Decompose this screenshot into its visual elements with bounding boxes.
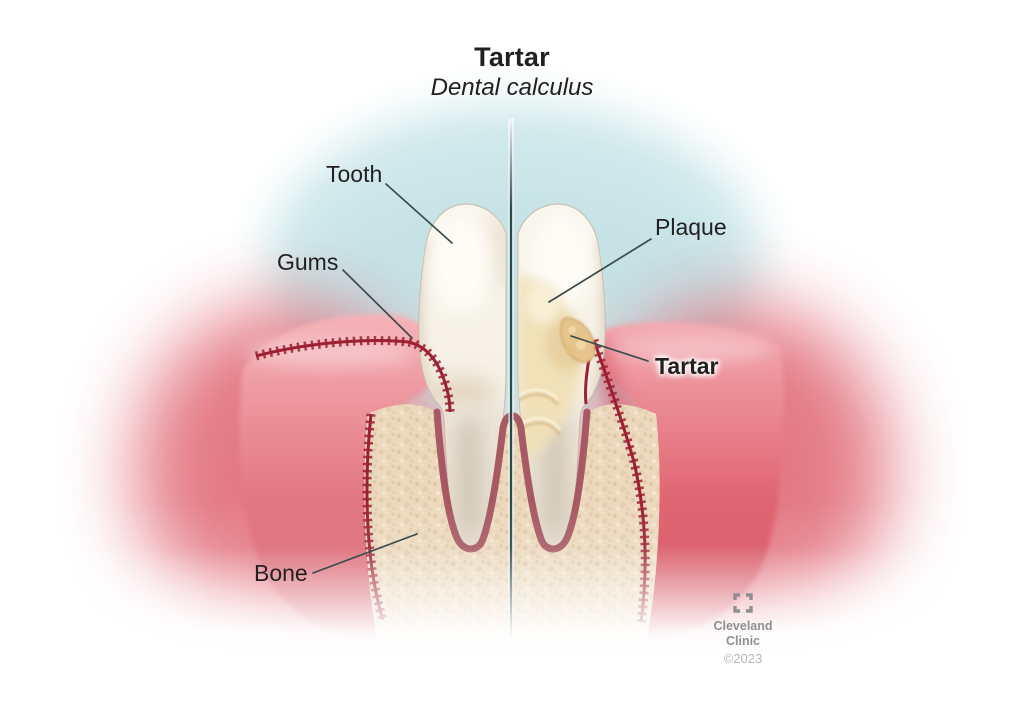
tooth-label: Tooth	[326, 161, 383, 187]
bone-label: Bone	[254, 560, 308, 586]
plaque-leader-line	[548, 238, 652, 303]
gums-label: Gums	[277, 249, 339, 275]
tooth-leader-line	[385, 183, 453, 244]
leader-lines	[312, 183, 652, 574]
credit-copyright: ©2023	[723, 651, 763, 666]
credit-block: Cleveland Clinic ©2023	[700, 591, 786, 667]
cleveland-clinic-logo-icon	[733, 593, 753, 613]
diagram-title: Tartar	[474, 42, 550, 72]
gums-leader-line	[342, 269, 413, 339]
credit-org-line2: Clinic	[725, 634, 761, 648]
plaque-label: Plaque	[655, 214, 727, 240]
diagram-subtitle: Dental calculus	[430, 74, 594, 101]
credit-org-line1: Cleveland	[713, 619, 773, 633]
bone-leader-line	[312, 533, 418, 574]
tartar-label: Tartar	[655, 353, 719, 379]
tartar-deposit	[560, 317, 596, 363]
bottom-fade	[0, 500, 1024, 714]
tartar-leader-line	[570, 335, 649, 362]
